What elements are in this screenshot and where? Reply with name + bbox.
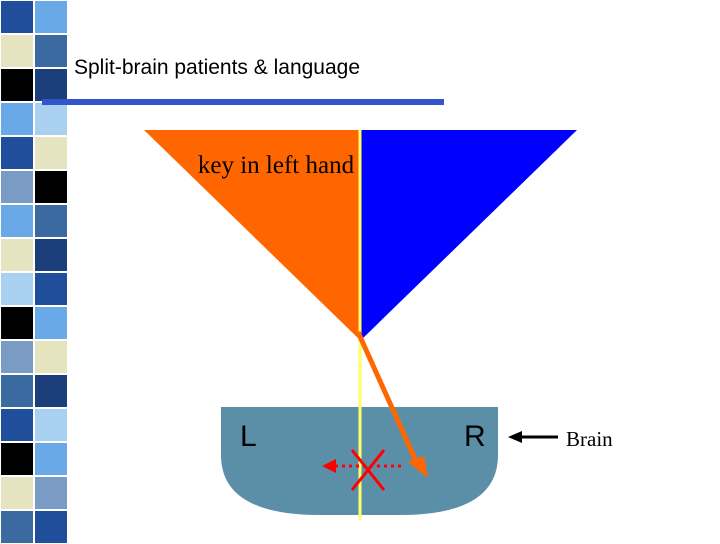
strip-square (0, 238, 34, 272)
strip-square (0, 374, 34, 408)
strip-square (34, 340, 68, 374)
slide-title: Split-brain patients & language (74, 56, 361, 79)
strip-square (0, 204, 34, 238)
strip-square (0, 442, 34, 476)
signal-arrow-head (408, 456, 428, 478)
brain-pointer-label: Brain (566, 427, 613, 451)
right-visual-field (361, 130, 577, 340)
strip-square (0, 136, 34, 170)
strip-square (0, 170, 34, 204)
strip-square (34, 476, 68, 510)
decorative-side-strip (0, 0, 70, 544)
strip-square (0, 340, 34, 374)
strip-square (0, 272, 34, 306)
cross-mark-b (350, 449, 386, 491)
strip-square (0, 34, 34, 68)
strip-square (34, 238, 68, 272)
strip-square (0, 408, 34, 442)
strip-square (34, 408, 68, 442)
strip-square (0, 68, 34, 102)
signal-arrow (355, 330, 423, 472)
title-underline (42, 99, 444, 105)
strip-square (34, 442, 68, 476)
strip-square (34, 0, 68, 34)
stimulus-label: key in left hand (197, 152, 355, 179)
strip-square (34, 34, 68, 68)
strip-square (34, 204, 68, 238)
strip-square (34, 374, 68, 408)
strip-square (0, 476, 34, 510)
left-hemisphere-label: L (240, 420, 257, 453)
strip-square (0, 102, 34, 136)
left-visual-field (144, 130, 360, 340)
right-hemisphere-label: R (464, 420, 486, 453)
strip-square (34, 306, 68, 340)
strip-square (0, 0, 34, 34)
strip-square (34, 510, 68, 544)
blocked-transfer-arrowhead (322, 459, 336, 473)
brain-pointer-arrowhead (508, 431, 522, 443)
strip-square (34, 170, 68, 204)
strip-square (34, 68, 68, 102)
strip-square (34, 136, 68, 170)
strip-square (0, 306, 34, 340)
strip-square (34, 272, 68, 306)
